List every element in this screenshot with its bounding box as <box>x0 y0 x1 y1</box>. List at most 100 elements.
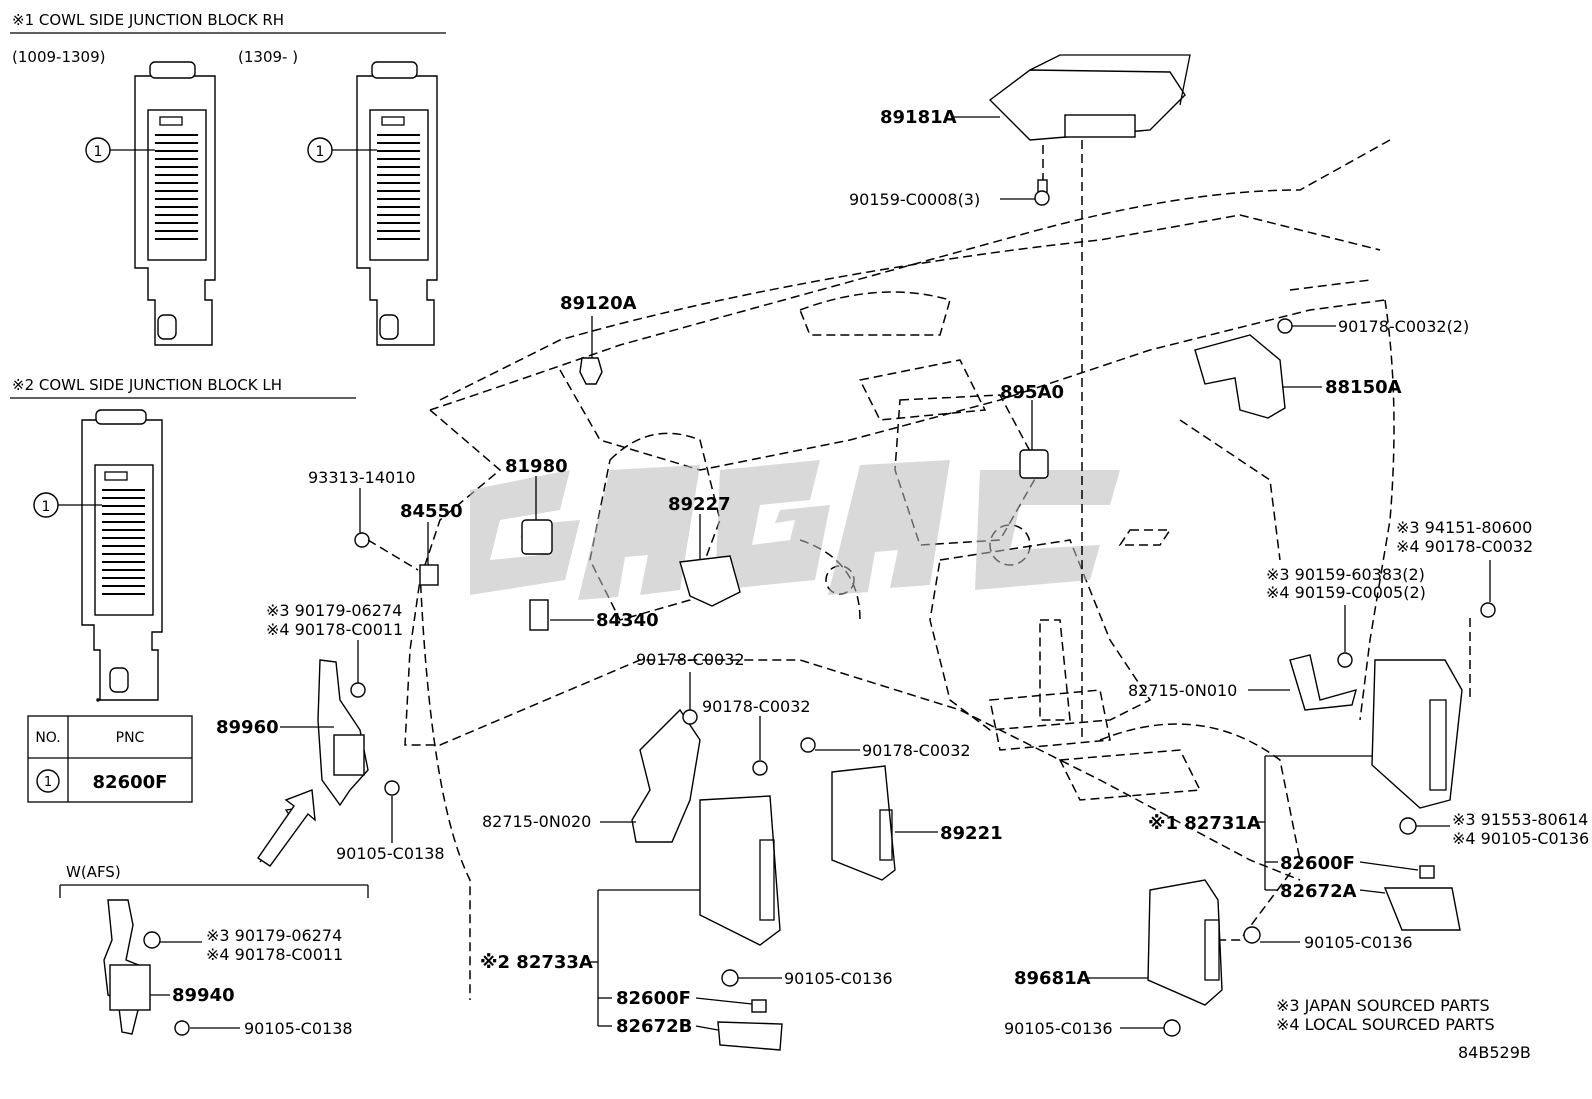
part-82600F-b-illustration <box>751 999 767 1013</box>
label-90178-C0032-c: 90178-C0032 <box>862 741 971 760</box>
label-90178-C0011: ※4 90178-C0011 <box>266 620 403 639</box>
part-90178C0032-b-illustration <box>752 760 768 776</box>
svg-text:1: 1 <box>42 499 51 515</box>
callout-marker-lh: 1 <box>33 492 102 518</box>
afs-bolt-illustration <box>174 1020 190 1036</box>
part-89181A-illustration <box>988 54 1191 141</box>
part-90105C0136-b-illustration <box>1243 926 1261 944</box>
callout-marker-rh-b: 1 <box>307 137 377 163</box>
afs-nut-illustration <box>143 931 161 949</box>
callout-marker-rh-a: 1 <box>85 137 155 163</box>
label-90178-C0011-afs: ※4 90178-C0011 <box>206 945 343 964</box>
label-93313-14010: 93313-14010 <box>308 468 416 487</box>
part-82715-0N020-illustration <box>631 708 701 843</box>
part-90178C0032-2-illustration <box>1277 318 1293 334</box>
part-89227-illustration <box>679 555 741 607</box>
diagram-code: 84B529B <box>1458 1043 1531 1062</box>
pnc-table-row-no: 1 <box>44 775 52 790</box>
label-90179-06274-afs: ※3 90179-06274 <box>206 926 342 945</box>
label-82715-0N010: 82715-0N010 <box>1128 681 1237 700</box>
label-90105-C0138-b: 90105-C0138 <box>244 1019 353 1038</box>
label-82733A: ※2 82733A <box>480 952 593 973</box>
pnc-table: NO. PNC 1 82600F <box>27 715 193 803</box>
junction-block-lh-illustration <box>81 409 163 701</box>
pnc-table-row-pnc: 82600F <box>93 772 168 793</box>
svg-text:1: 1 <box>316 144 325 160</box>
part-82600F-a-illustration <box>1419 865 1435 879</box>
afs-section: W(AFS) <box>59 863 369 1036</box>
label-84340: 84340 <box>596 610 659 631</box>
part-82715-0N010-illustration <box>1289 654 1357 711</box>
junction-block-rh-b-illustration <box>356 61 438 346</box>
label-90105-C0136-a: 90105-C0136 <box>784 969 893 988</box>
part-93313-illustration <box>354 532 419 571</box>
label-94151-80600: ※3 94151-80600 <box>1396 518 1532 537</box>
part-84340-illustration <box>529 599 549 631</box>
label-90178-C0032-b: 90178-C0032 <box>702 697 811 716</box>
label-82731A: ※1 82731A <box>1148 813 1261 834</box>
lh-section-title: ※2 COWL SIDE JUNCTION BLOCK LH <box>12 376 282 394</box>
label-89681A: 89681A <box>1014 968 1091 989</box>
label-89960: 89960 <box>216 717 279 738</box>
part-82733A-illustration <box>699 795 781 946</box>
part-90105C0136-a-illustration <box>721 969 739 987</box>
part-89221-illustration <box>831 765 896 881</box>
junction-block-rh-section: ※1 COWL SIDE JUNCTION BLOCK RH (1009-130… <box>10 11 446 346</box>
part-82731A-illustration <box>1371 659 1463 809</box>
label-89221: 89221 <box>940 823 1003 844</box>
label-90179-06274: ※3 90179-06274 <box>266 601 402 620</box>
label-90105-C0136-c: 90105-C0136 <box>1004 1019 1113 1038</box>
label-895A0: 895A0 <box>1000 382 1064 403</box>
label-89940: 89940 <box>172 985 235 1006</box>
afs-section-title: W(AFS) <box>66 863 121 881</box>
part-89120A-illustration <box>579 357 603 385</box>
rh-variant-b-label: (1309- ) <box>238 48 298 66</box>
label-88150A: 88150A <box>1325 377 1402 398</box>
label-90178-C0032-a: 90178-C0032 <box>636 650 745 669</box>
junction-block-rh-a-illustration <box>134 61 216 346</box>
part-90159C0008-illustration <box>1034 179 1050 206</box>
part-82672A-illustration <box>1383 887 1461 931</box>
part-88150A-illustration <box>1194 334 1286 419</box>
label-90105-C0136-b: 90105-C0136 <box>1304 933 1413 952</box>
leader-lines <box>150 116 1491 1031</box>
part-81980-illustration <box>521 519 553 555</box>
part-90105C0138-a-illustration <box>384 780 400 796</box>
label-89181A: 89181A <box>880 107 957 128</box>
label-89120A: 89120A <box>560 293 637 314</box>
pnc-table-header-pnc: PNC <box>116 730 145 746</box>
label-84550: 84550 <box>400 501 463 522</box>
part-84550-illustration <box>419 564 439 586</box>
pnc-table-header-no: NO. <box>35 730 60 746</box>
part-89960-illustration <box>317 659 369 807</box>
label-90159-C0008: 90159-C0008(3) <box>849 190 980 209</box>
label-82600F-a: 82600F <box>1280 853 1355 874</box>
part-895A0-illustration <box>1019 449 1049 479</box>
svg-text:1: 1 <box>94 144 103 160</box>
label-90105-C0136-local: ※4 90105-C0136 <box>1452 829 1589 848</box>
label-82600F-b: 82600F <box>616 988 691 1009</box>
part-89681A-illustration <box>1147 879 1223 1006</box>
part-94151-illustration <box>1469 602 1496 700</box>
label-81980: 81980 <box>505 456 568 477</box>
part-90178C0032-a-illustration <box>682 709 698 725</box>
note-local-sourced: ※4 LOCAL SOURCED PARTS <box>1276 1015 1495 1034</box>
afs-bracket-illustration <box>103 899 151 1035</box>
label-82715-0N020: 82715-0N020 <box>482 812 591 831</box>
part-90178C0032-c-illustration <box>800 737 816 753</box>
afs-small-parts <box>96 698 100 702</box>
part-82672B-illustration <box>717 1021 783 1051</box>
note-japan-sourced: ※3 JAPAN SOURCED PARTS <box>1276 996 1490 1015</box>
label-90159-C0005: ※4 90159-C0005(2) <box>1266 583 1426 602</box>
watermark-logo <box>470 460 1120 600</box>
label-90105-C0138-a: 90105-C0138 <box>336 844 445 863</box>
rh-section-title: ※1 COWL SIDE JUNCTION BLOCK RH <box>12 11 284 29</box>
part-91553-illustration <box>1399 817 1417 835</box>
part-90105C0136-c-illustration <box>1163 1019 1181 1037</box>
label-90178-C0032-2: 90178-C0032(2) <box>1338 317 1469 336</box>
junction-block-lh-section: ※2 COWL SIDE JUNCTION BLOCK LH 1 <box>10 376 356 701</box>
label-82672A: 82672A <box>1280 881 1357 902</box>
label-90159-60383: ※3 90159-60383(2) <box>1266 565 1425 584</box>
arrow-indicator <box>257 789 316 867</box>
